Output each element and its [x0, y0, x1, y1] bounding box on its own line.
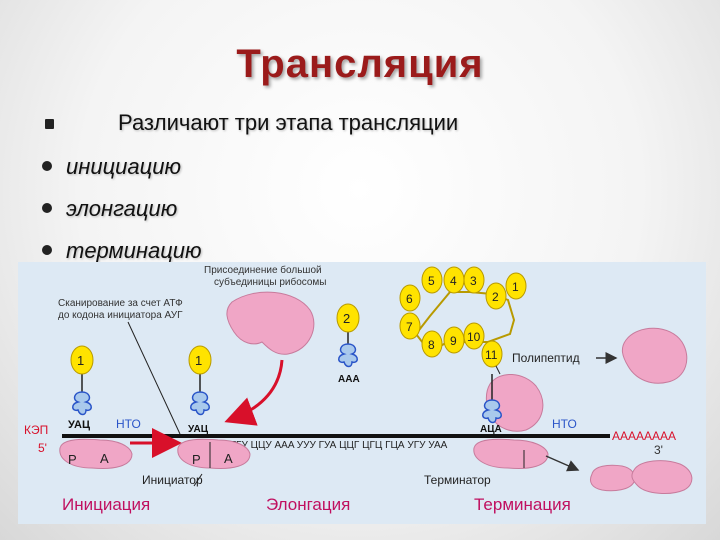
dot-bullet-icon	[42, 203, 52, 214]
amino-acid-bead	[481, 340, 503, 368]
stage-elongation-label: Элонгация	[266, 495, 350, 514]
chain-link	[495, 365, 501, 375]
initiator-label: Инициатор	[142, 473, 203, 487]
amino-acid-bead	[463, 322, 485, 350]
three-prime-label: 3'	[654, 443, 663, 457]
trna-clover-4	[482, 399, 502, 424]
scan-pointer-line	[127, 321, 181, 435]
amino-acid-number: 5	[428, 274, 435, 288]
bullet-text: элонгацию	[66, 196, 178, 221]
release-arrow	[545, 455, 580, 472]
join-label-line1: Присоединение большой	[204, 264, 322, 276]
site-a-initiation: A	[100, 451, 109, 466]
amino-acid-number: 2	[492, 290, 499, 304]
stage-termination-label: Терминация	[474, 495, 571, 514]
trna-ball-2	[188, 345, 212, 375]
large-subunit-shape	[226, 291, 315, 355]
polya-label: AAAAAAAA	[612, 429, 676, 443]
trna-number-3: 2	[343, 311, 350, 326]
bullet-text: инициацию	[66, 154, 181, 179]
amino-acid-number: 11	[485, 348, 498, 362]
released-polypeptide	[621, 327, 688, 384]
nto-right-label: НТО	[552, 417, 577, 431]
amino-acid-bead	[421, 330, 443, 358]
trna-clover-1	[72, 391, 92, 416]
small-subunit-initiation	[59, 438, 133, 469]
mrna-codons: АУГ УУУ ГГУ ЦЦУ AAA УУУ ГУА ЦЦГ ЦГЦ ГЦА …	[188, 440, 448, 451]
amino-acid-bead	[485, 282, 507, 310]
initiator-pointer	[193, 473, 203, 487]
bullet-termination: терминацию	[42, 238, 202, 264]
dot-bullet-icon	[42, 161, 52, 172]
bullet-text: терминацию	[66, 238, 202, 263]
scan-label-line2: до кодона инициатора АУГ	[58, 310, 183, 321]
stage-initiation-label: Инициация	[62, 495, 150, 514]
anticodon-3: AAA	[338, 374, 360, 385]
released-small-subunit-b	[631, 460, 693, 494]
amino-acid-number: 6	[406, 292, 413, 306]
anticodon-2: УАЦ	[188, 424, 209, 435]
bullet-initiation: инициацию	[42, 154, 181, 180]
trna-ball-3	[336, 303, 360, 333]
join-arrow	[224, 359, 284, 426]
amino-acid-bead	[443, 266, 465, 294]
nto-left-label: НТО	[116, 417, 141, 431]
trna-clover-2	[190, 391, 210, 416]
site-p-initiation: P	[68, 452, 77, 467]
slide-title: Трансляция	[236, 42, 484, 86]
amino-acid-bead	[421, 266, 443, 294]
site-p-complete: P	[192, 452, 201, 467]
dot-bullet-icon	[42, 245, 52, 256]
trna-number-2: 1	[195, 353, 202, 368]
amino-acid-number: 3	[470, 274, 477, 288]
site-a-complete: A	[224, 451, 233, 466]
scan-label-line1: Сканирование за счет АТФ	[58, 298, 183, 309]
amino-acid-bead	[399, 312, 421, 340]
small-subunit-complete	[177, 438, 251, 469]
trna-ball-1	[70, 345, 94, 375]
polypeptide-label: Полипептид	[512, 351, 580, 365]
square-bullet-icon	[45, 119, 54, 129]
amino-acid-number: 8	[428, 338, 435, 352]
termination-small-subunit	[473, 438, 549, 469]
amino-acid-number: 4	[450, 274, 457, 288]
trna-number-1: 1	[77, 353, 84, 368]
anticodon-4: АЦА	[480, 424, 502, 435]
amino-acid-number: 10	[467, 330, 481, 344]
five-prime-label: 5'	[38, 441, 47, 455]
intro-text: Различают три этапа трансляции	[118, 110, 459, 135]
amino-acid-bead	[505, 272, 527, 300]
terminator-label: Терминатор	[424, 473, 491, 487]
bullet-elongation: элонгацию	[42, 196, 177, 222]
join-label-line2: субъединицы рибосомы	[214, 276, 327, 288]
released-small-subunit-a	[589, 464, 635, 492]
amino-acid-number: 9	[450, 334, 457, 348]
anticodon-1: УАЦ	[68, 419, 90, 431]
amino-acid-number: 1	[512, 280, 519, 294]
amino-acid-bead	[399, 284, 421, 312]
trna-clover-3	[338, 343, 358, 368]
cap-label: КЭП	[24, 423, 48, 437]
translation-diagram: Сканирование за счет АТФ до кодона иници…	[24, 264, 693, 514]
amino-acid-number: 7	[406, 320, 413, 334]
